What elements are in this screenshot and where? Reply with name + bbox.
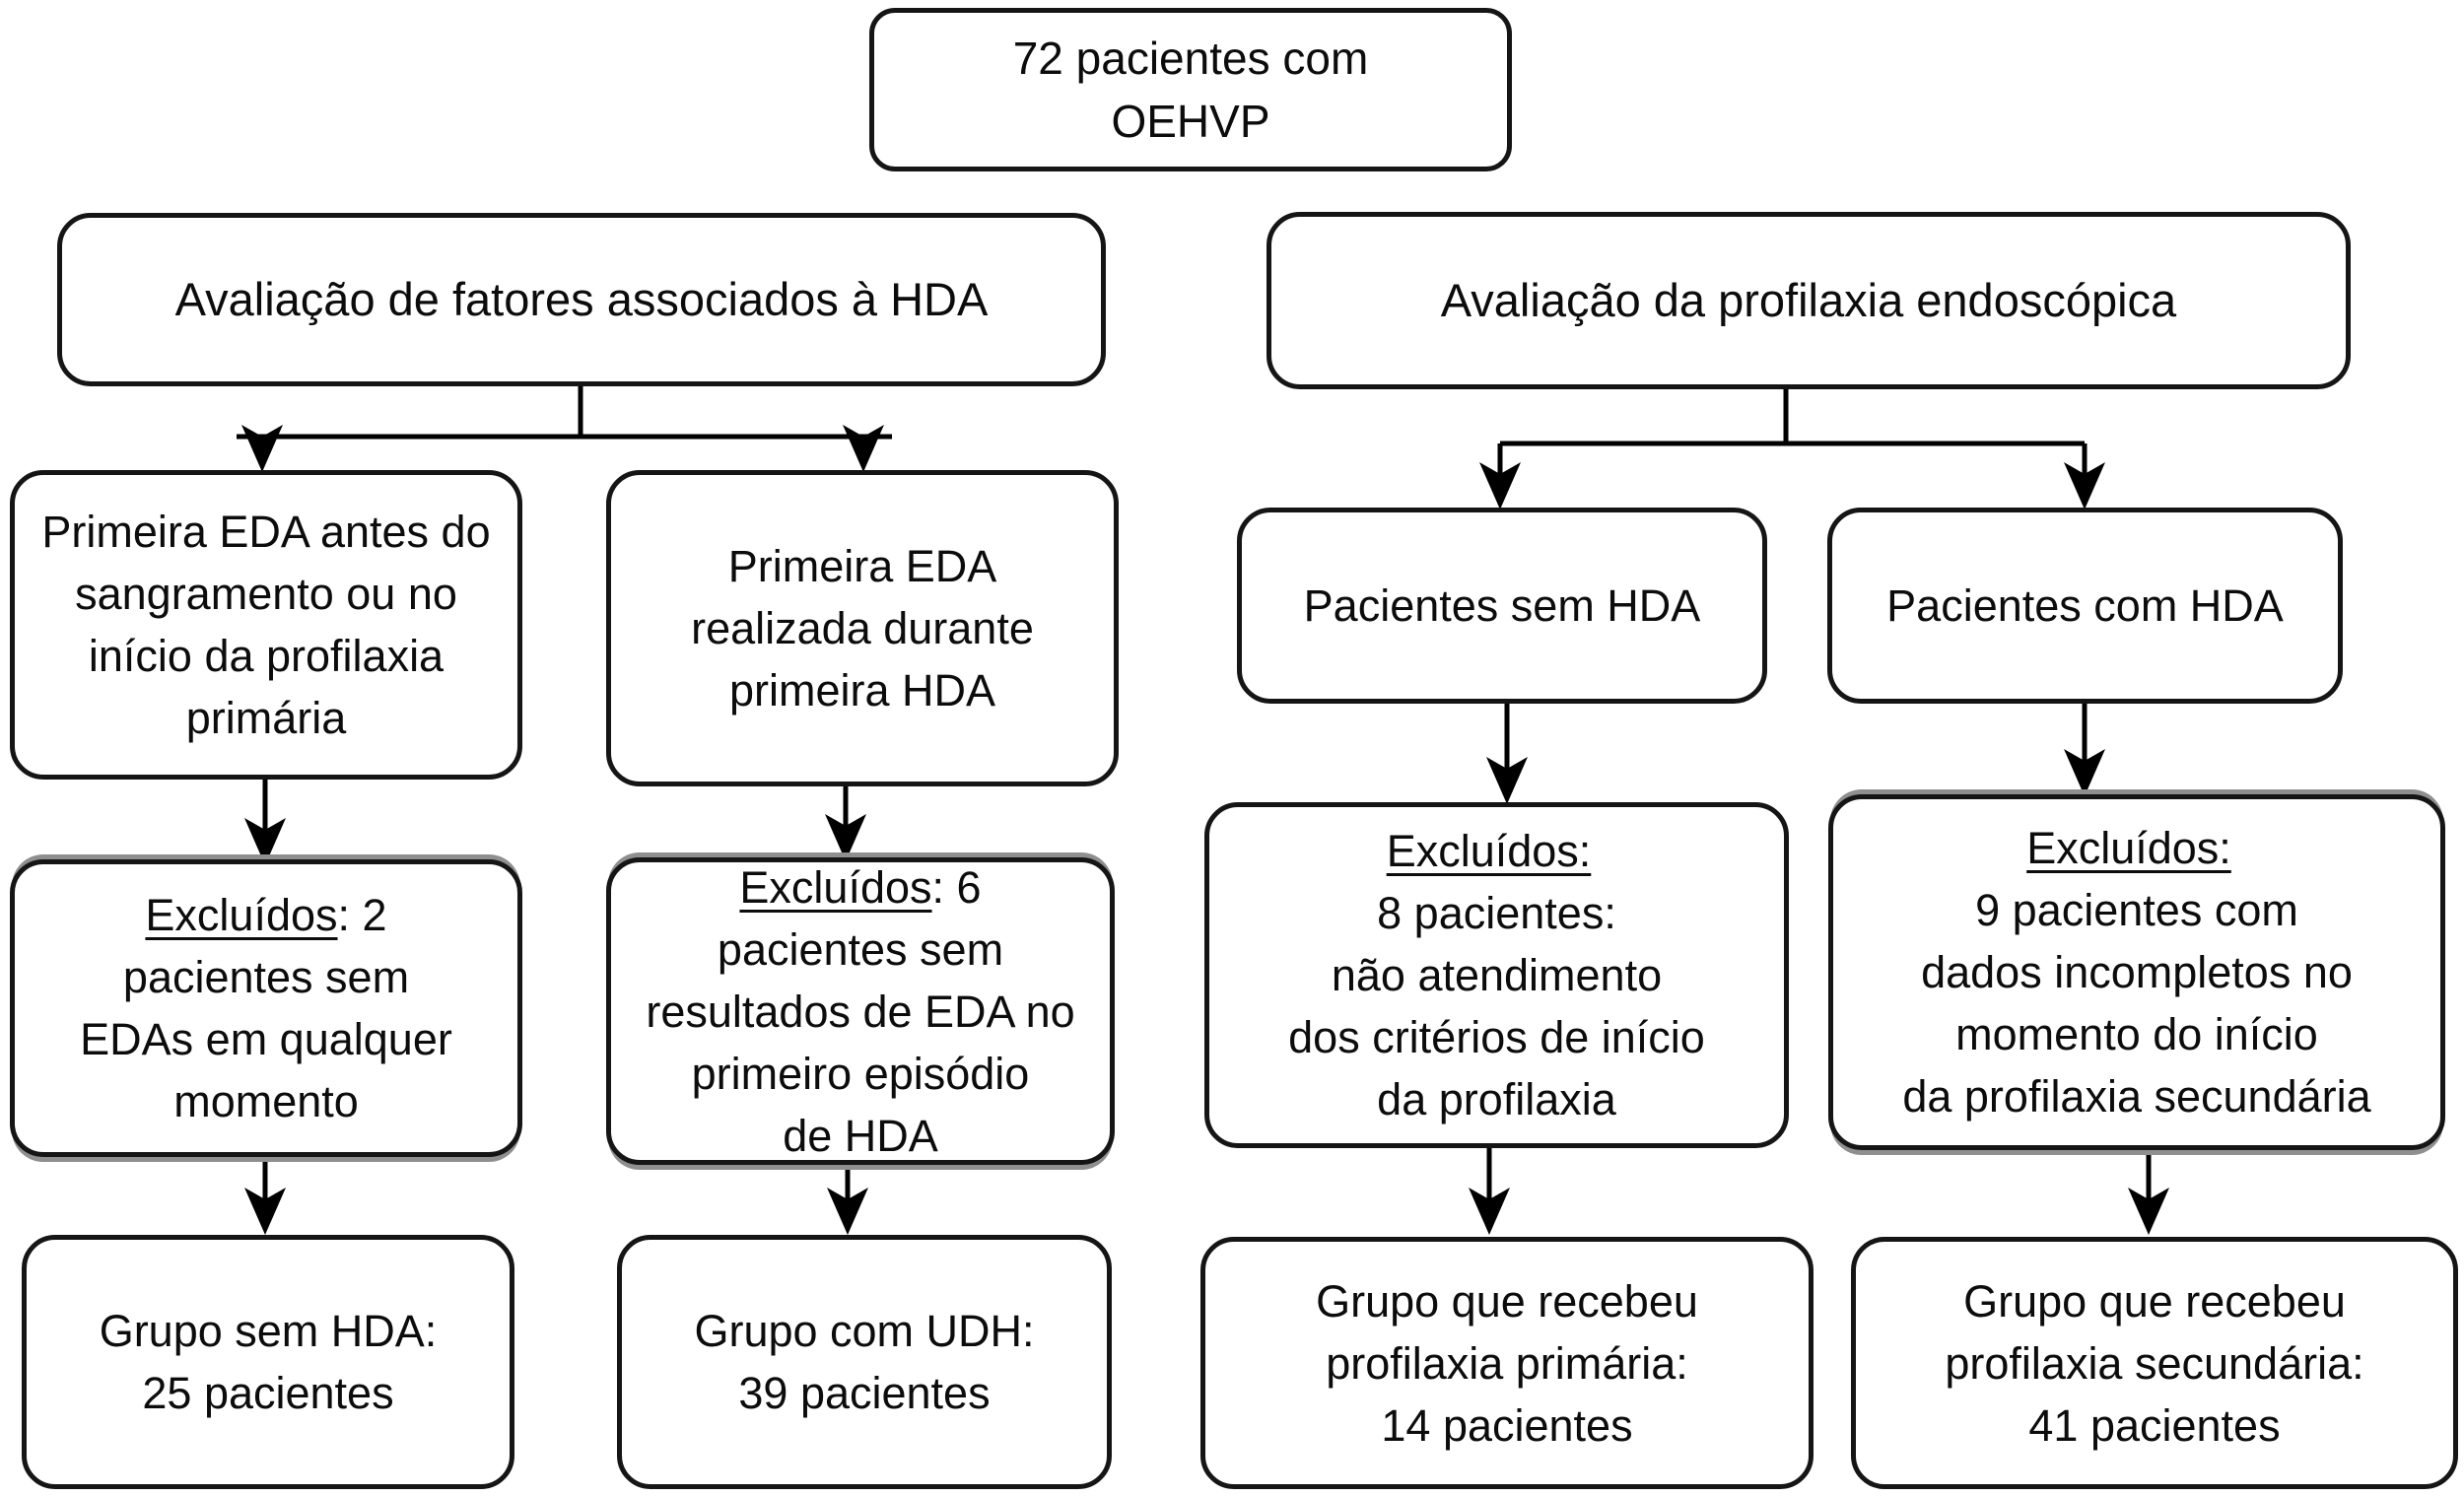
node-eda-before-bleeding: Primeira EDA antes do sangramento ou no in…: [10, 470, 522, 780]
connector-eda-during-to-excluded: [825, 785, 866, 861]
text-line: Pacientes sem HDA: [1303, 580, 1701, 631]
text-line: momento do início: [1955, 1009, 2318, 1059]
arrowhead-icon: [1479, 462, 1521, 510]
arrowhead-icon: [1469, 1188, 1510, 1235]
text-line: momento: [173, 1076, 359, 1126]
node-excluded-no-eda-results: Excluídos: 6 pacientes sem resultados de E…: [606, 857, 1115, 1165]
arrowhead-icon: [1486, 757, 1528, 804]
arrowhead-icon: [827, 1188, 868, 1235]
text-line: EDAs em qualquer: [80, 1014, 452, 1064]
node-right-branch-header: Avaliação da profilaxia endoscópica: [1266, 212, 2351, 389]
arrowhead-icon: [241, 425, 283, 472]
connector-excluded-to-grupo-udh: [827, 1163, 868, 1235]
text-line: 41 pacientes: [2028, 1399, 2281, 1451]
text-line: Excluídos:: [2026, 823, 2231, 873]
connector-excluded-to-grupo-primaria: [1469, 1146, 1510, 1235]
text-line: não atendimento: [1331, 950, 1663, 1000]
connector-excluded-to-grupo-sem-hda: [244, 1155, 286, 1235]
text-line: 25 pacientes: [142, 1368, 394, 1418]
text-line: OEHVP: [1111, 96, 1270, 147]
node-excluded-incomplete-data: Excluídos: 9 pacientes com dados incomplet…: [1828, 794, 2445, 1150]
text-line: da profilaxia: [1377, 1074, 1616, 1124]
text-line: Primeira EDA: [727, 541, 997, 591]
text-line: Primeira EDA antes do: [41, 507, 491, 557]
connector-sem-hda-to-excluded: [1486, 704, 1528, 804]
text-line: Grupo que recebeu: [1316, 1275, 1698, 1327]
text-line: 39 pacientes: [738, 1368, 991, 1418]
arrowhead-icon: [244, 818, 286, 865]
node-eda-during-first-hda: Primeira EDA realizada durante primeira HD…: [606, 470, 1119, 786]
text-line: Excluídos:: [1386, 826, 1592, 876]
text-line: início da profilaxia: [88, 631, 445, 681]
text-line: pacientes sem: [122, 952, 410, 1002]
text-line: resultados de EDA no: [646, 986, 1075, 1037]
text-line: 14 pacientes: [1381, 1399, 1633, 1451]
text-line: de HDA: [783, 1110, 938, 1161]
text-line: pacientes sem: [717, 923, 1004, 975]
arrowhead-icon: [2128, 1188, 2169, 1235]
text-line: 8 pacientes:: [1377, 888, 1616, 938]
text-line: realizada durante: [691, 603, 1034, 653]
text-line: Avaliação da profilaxia endoscópica: [1440, 274, 2177, 327]
connector-com-hda-to-excluded: [2064, 704, 2105, 796]
arrowhead-icon: [2064, 462, 2105, 510]
text-line: dos critérios de início: [1288, 1012, 1705, 1062]
text-line: Avaliação de fatores associados à HDA: [174, 273, 989, 326]
arrowhead-icon: [244, 1188, 286, 1235]
node-group-with-udh: Grupo com UDH: 39 pacientes: [617, 1235, 1112, 1489]
text-line: Grupo que recebeu: [1963, 1275, 2346, 1327]
arrowhead-icon: [843, 425, 884, 472]
node-left-branch-header: Avaliação de fatores associados à HDA: [57, 213, 1106, 386]
text-line: 72 pacientes com: [1012, 32, 1369, 84]
node-excluded-criteria-not-met: Excluídos: 8 pacientes: não atendimento dos…: [1204, 802, 1789, 1148]
node-group-without-hda: Grupo sem HDA: 25 pacientes: [22, 1235, 514, 1489]
connector-excluded-to-grupo-secundaria: [2128, 1148, 2169, 1235]
text-line: Grupo sem HDA:: [99, 1306, 438, 1356]
node-patients-with-hda: Pacientes com HDA: [1827, 508, 2343, 704]
arrowhead-icon: [825, 814, 866, 861]
text-line: da profilaxia secundária: [1902, 1071, 2371, 1122]
text-line: sangramento ou no: [75, 569, 457, 619]
text-line: Pacientes com HDA: [1886, 580, 2284, 631]
text-line: Excluídos: 6: [739, 861, 982, 913]
text-line: dados incompletos no: [1921, 947, 2353, 997]
text-line: primeira HDA: [728, 665, 996, 715]
text-line: profilaxia primária:: [1326, 1337, 1688, 1389]
text-line: primária: [185, 693, 347, 743]
connector-eda-before-to-excluded: [244, 780, 286, 865]
text-line: Grupo com UDH:: [694, 1306, 1035, 1356]
text-line: Excluídos: 2: [145, 890, 387, 940]
text-line: profilaxia secundária:: [1945, 1337, 2364, 1389]
text-line: 9 pacientes com: [1975, 885, 2298, 935]
connector-left-split: [237, 385, 892, 472]
connector-right-split: [1479, 388, 2105, 510]
node-patients-without-hda: Pacientes sem HDA: [1237, 508, 1767, 704]
arrowhead-icon: [2064, 749, 2105, 796]
node-group-primary-prophylaxis: Grupo que recebeu profilaxia primária: 14 …: [1200, 1237, 1814, 1489]
node-group-secondary-prophylaxis: Grupo que recebeu profilaxia secundária: 4…: [1851, 1237, 2458, 1489]
text-line: primeiro episódio: [691, 1048, 1030, 1099]
